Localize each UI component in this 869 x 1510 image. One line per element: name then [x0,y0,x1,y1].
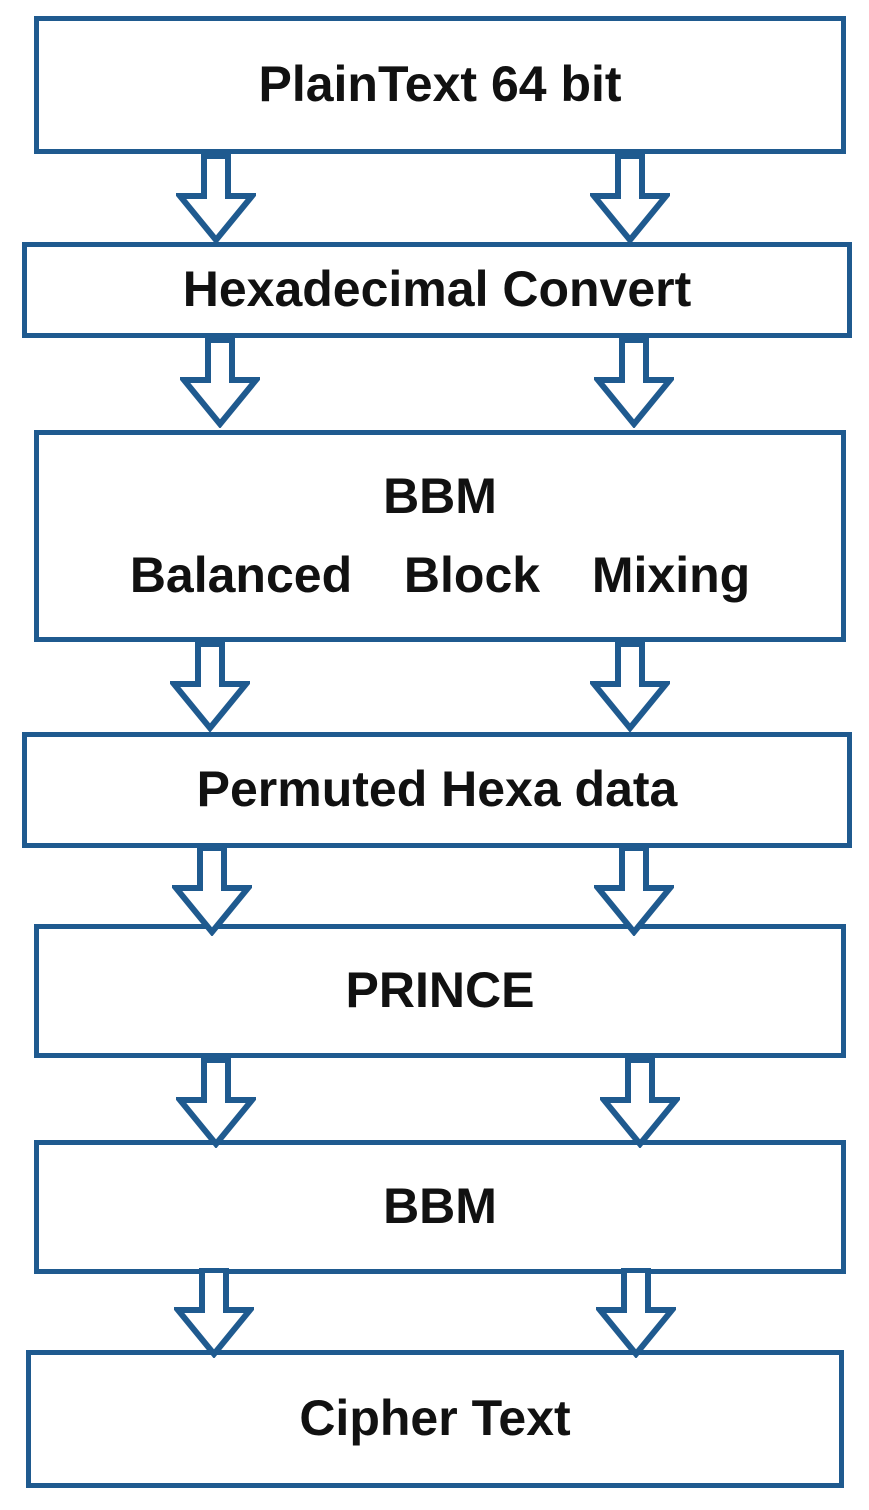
down-arrow-icon [600,1058,680,1148]
down-arrow-icon [594,846,674,936]
down-arrow-icon [170,642,250,732]
down-arrow-icon [180,338,260,428]
step-ciphertext-box: Cipher Text [26,1350,844,1488]
step-ciphertext-label: Cipher Text [299,1390,571,1447]
down-arrow-icon [174,1268,254,1358]
step-bbm-box: BBM Balanced Block Mixing [34,430,846,642]
step-permuted-label: Permuted Hexa data [196,761,678,818]
step-bbm-title: BBM [383,467,497,524]
step-hex-convert-box: Hexadecimal Convert [22,242,852,338]
step-bbm-final-label: BBM [383,1178,497,1235]
down-arrow-icon [590,642,670,732]
step-plaintext-box: PlainText 64 bit [34,16,846,154]
step-bbm-subtitle: Balanced Block Mixing [129,547,751,603]
down-arrow-icon [590,154,670,244]
step-permuted-box: Permuted Hexa data [22,732,852,848]
down-arrow-icon [176,154,256,244]
step-bbm-final-box: BBM [34,1140,846,1274]
down-arrow-icon [172,846,252,936]
step-hex-convert-label: Hexadecimal Convert [182,261,692,318]
down-arrow-icon [594,338,674,428]
step-prince-label: PRINCE [345,962,535,1019]
down-arrow-icon [176,1058,256,1148]
step-prince-box: PRINCE [34,924,846,1058]
down-arrow-icon [596,1268,676,1358]
step-plaintext-label: PlainText 64 bit [258,56,622,113]
